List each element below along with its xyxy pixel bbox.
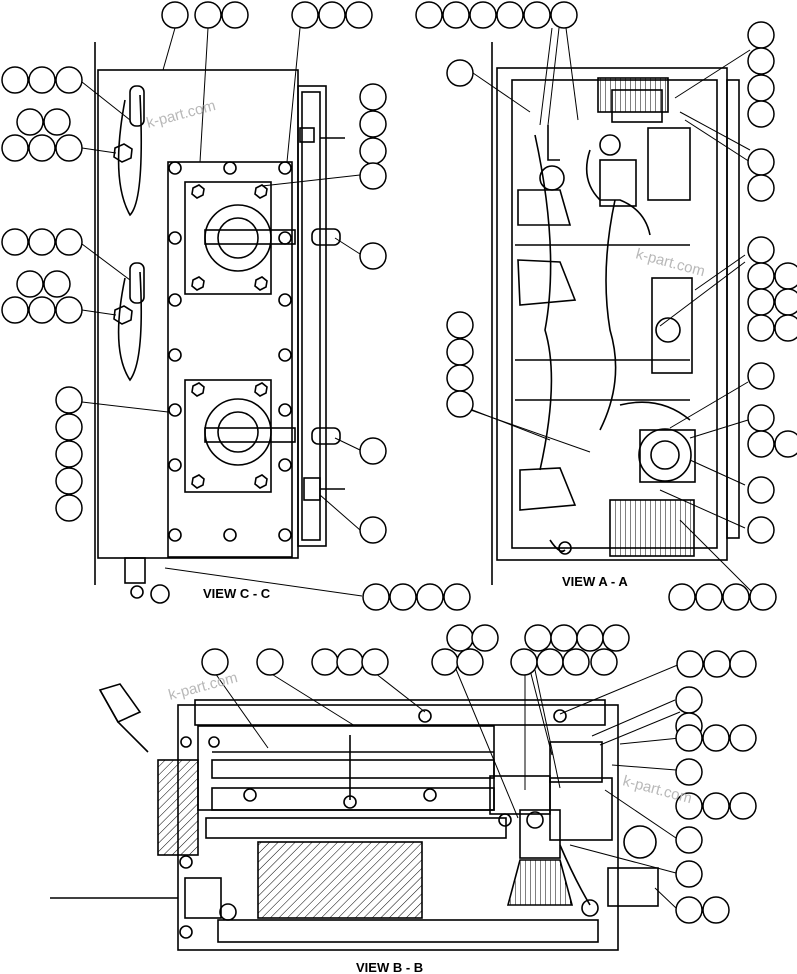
view-a-a-drawing	[491, 42, 740, 585]
view-b-b-label: VIEW B - B	[356, 960, 423, 974]
watermark: k-part.com	[145, 97, 218, 132]
view-b-b-leaders	[214, 649, 681, 909]
watermark: k-part.com	[634, 245, 707, 280]
view-c-c-drawing	[94, 42, 345, 604]
view-c-c-callouts	[1, 1, 471, 611]
watermark: k-part.com	[167, 669, 240, 704]
view-c-c-label: VIEW C - C	[203, 586, 271, 601]
view-b-b-drawing	[50, 683, 659, 951]
view-a-a-label: VIEW A - A	[562, 574, 628, 589]
view-a-a-leaders	[456, 27, 756, 596]
view-a-a-callouts	[415, 1, 797, 611]
view-b-b-callouts	[201, 624, 757, 924]
view-c-c-leaders	[81, 27, 363, 597]
